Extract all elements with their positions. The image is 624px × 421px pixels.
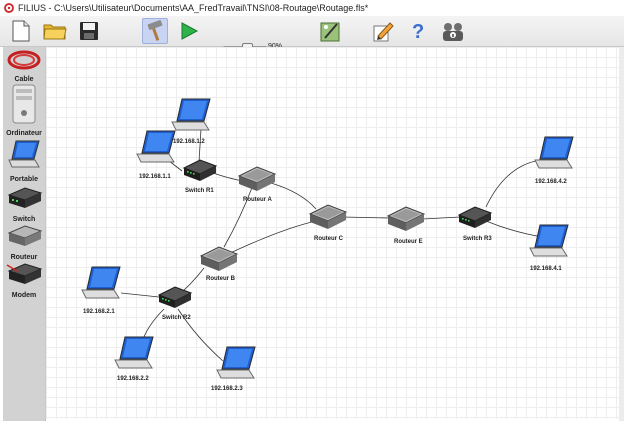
router-icon [387,206,425,232]
router-icon [200,246,238,272]
svg-text:?: ? [412,21,424,42]
node-label: 192.168.2.2 [117,376,149,382]
palette-routeur[interactable]: Routeur [3,223,45,261]
pencil-paper-icon [373,22,394,42]
save-button[interactable] [76,18,102,44]
laptop-icon [114,336,154,369]
laptop-node[interactable] [81,266,121,299]
laptop-icon [171,98,211,131]
cable [177,308,224,362]
palette-label: Routeur [10,254,38,261]
canvas-right-edge [619,47,624,421]
design-mode-button[interactable] [142,18,168,44]
cable-icon [7,50,41,70]
palette-label: Ordinateur [6,130,42,137]
play-icon [181,22,199,40]
cable [223,184,254,248]
node-label: Routeur A [243,197,272,203]
filius-logo-icon [4,3,14,13]
switch-icon [458,206,492,229]
switch-node[interactable] [158,286,192,309]
cables [120,128,544,362]
node-label: 192.168.2.3 [211,386,243,392]
router-node[interactable] [200,246,238,272]
switch-icon [183,159,217,182]
node-label: Routeur C [314,236,344,242]
laptop-icon [81,266,121,299]
network-diagram: 192.168.1.2 192.168.1.1 Switch R1 Routeu… [81,98,574,392]
node-label: 192.168.1.2 [173,139,205,145]
palette-modem[interactable]: Modem [3,261,45,299]
switch-icon [7,187,43,208]
node-label: Switch R3 [463,236,492,242]
node-label: 192.168.4.2 [535,179,567,185]
laptop-icon [216,346,256,379]
laptop-node[interactable] [534,136,574,169]
edit-button[interactable] [370,18,396,44]
open-file-button[interactable] [42,18,68,44]
info-button[interactable] [440,18,466,44]
zoom-label: 90% [268,43,282,50]
window-title: FILIUS - C:\Users\Utilisateur\Documents\… [18,3,369,13]
help-button[interactable]: ? [405,18,431,44]
palette-switch[interactable]: Switch [3,185,45,223]
cable [225,220,317,256]
cable [342,216,390,219]
palette-label: Cable [14,76,34,83]
palette-ordinateur[interactable]: Ordinateur [3,83,45,137]
node-label: Switch R2 [162,315,191,321]
laptop-node[interactable] [216,346,256,379]
toolbar: ? 90% [0,16,624,54]
palette-label: Switch [12,216,36,223]
info-people-icon [443,23,463,41]
laptop-node[interactable] [114,336,154,369]
network-canvas[interactable]: 192.168.1.2 192.168.1.1 Switch R1 Routeu… [45,47,620,419]
diagram-edit-icon [320,22,340,42]
cable [270,182,317,210]
switch-icon [158,286,192,309]
laptop-icon [136,130,176,163]
router-node[interactable] [238,166,276,192]
cable [212,172,244,182]
palette-label: Modem [11,292,37,299]
run-simulation-button[interactable] [176,18,202,44]
title-bar: FILIUS - C:\Users\Utilisateur\Documents\… [0,0,624,16]
switch-node[interactable] [183,159,217,182]
new-file-button[interactable] [8,18,34,44]
router-node[interactable] [387,206,425,232]
folder-icon [43,24,67,40]
cable [485,220,544,238]
new-file-icon [12,20,30,42]
documentation-button[interactable] [318,18,344,44]
cable [198,128,202,163]
laptop-icon [8,140,40,168]
help-question-icon: ? [412,21,424,42]
router-icon [238,166,276,192]
cable [120,292,160,298]
switch-node[interactable] [458,206,492,229]
node-label: 192.168.4.1 [530,266,562,272]
hammer-icon [147,20,163,41]
node-label: Routeur B [206,276,236,282]
laptop-node[interactable] [136,130,176,163]
laptop-node[interactable] [529,224,569,257]
node-label: 192.168.2.1 [83,309,115,315]
palette-portable[interactable]: Portable [3,139,45,183]
laptop-icon [534,136,574,169]
cable [422,216,461,220]
palette-cable[interactable]: Cable [3,49,45,83]
cable [485,159,542,208]
palette-label: Portable [9,176,38,183]
save-disk-icon [80,22,98,40]
component-palette: Cable Ordinateur Portable Switch [3,47,46,421]
computer-tower-icon [12,84,36,124]
laptop-node[interactable] [171,98,211,131]
node-label: 192.168.1.1 [139,174,171,180]
node-label: Switch R1 [185,188,214,194]
laptop-icon [529,224,569,257]
router-icon [7,225,43,246]
node-label: Routeur E [394,239,423,245]
modem-icon [6,263,43,284]
